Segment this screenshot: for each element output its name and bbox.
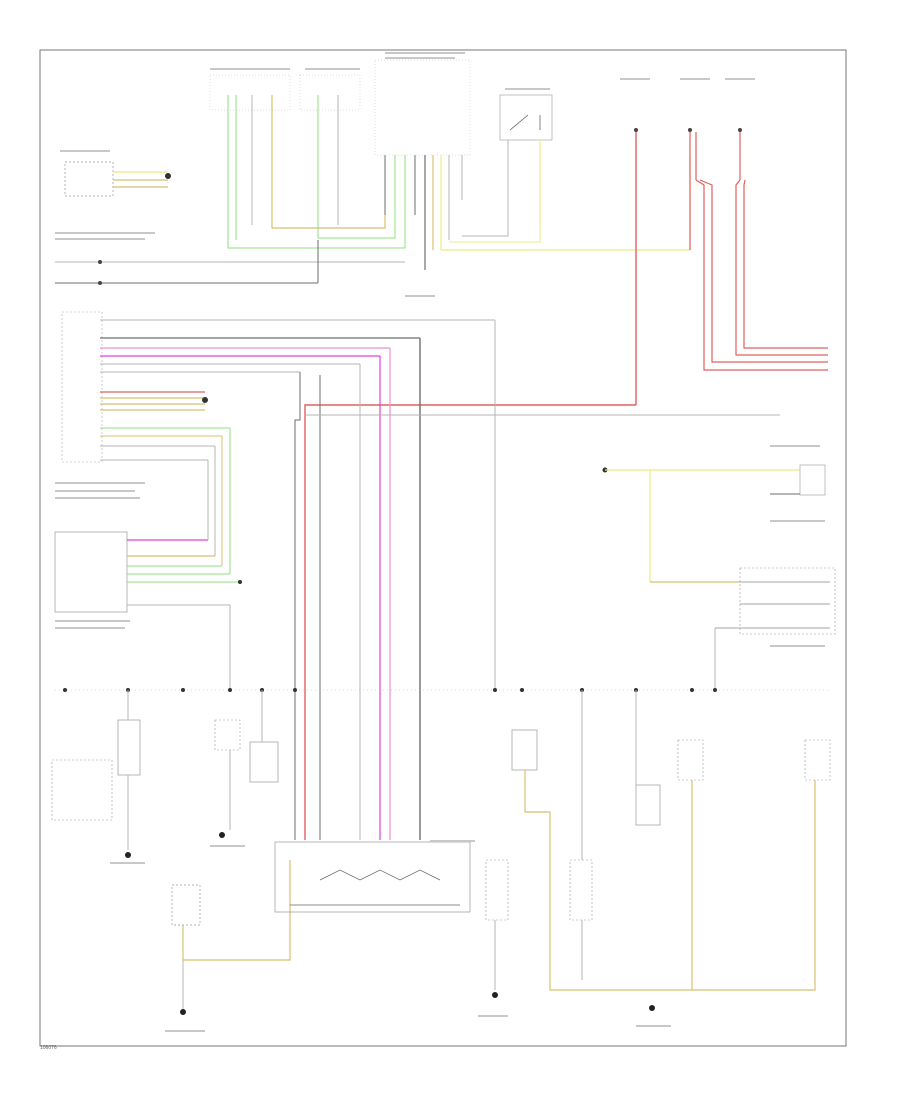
page-id: 106076 <box>40 1045 57 1051</box>
green-bus <box>227 200 406 249</box>
connector-box-top-left <box>64 161 171 197</box>
bottom-components <box>51 688 831 1015</box>
right-side-modules <box>602 464 836 690</box>
left-lower-module <box>54 428 242 690</box>
left-upper-wires <box>55 240 405 285</box>
yellow-bus <box>441 155 691 251</box>
left-middle-connector <box>61 311 780 840</box>
right-fuses <box>304 128 828 840</box>
diagram-border <box>39 49 847 1047</box>
illegible-labels <box>55 52 825 1032</box>
